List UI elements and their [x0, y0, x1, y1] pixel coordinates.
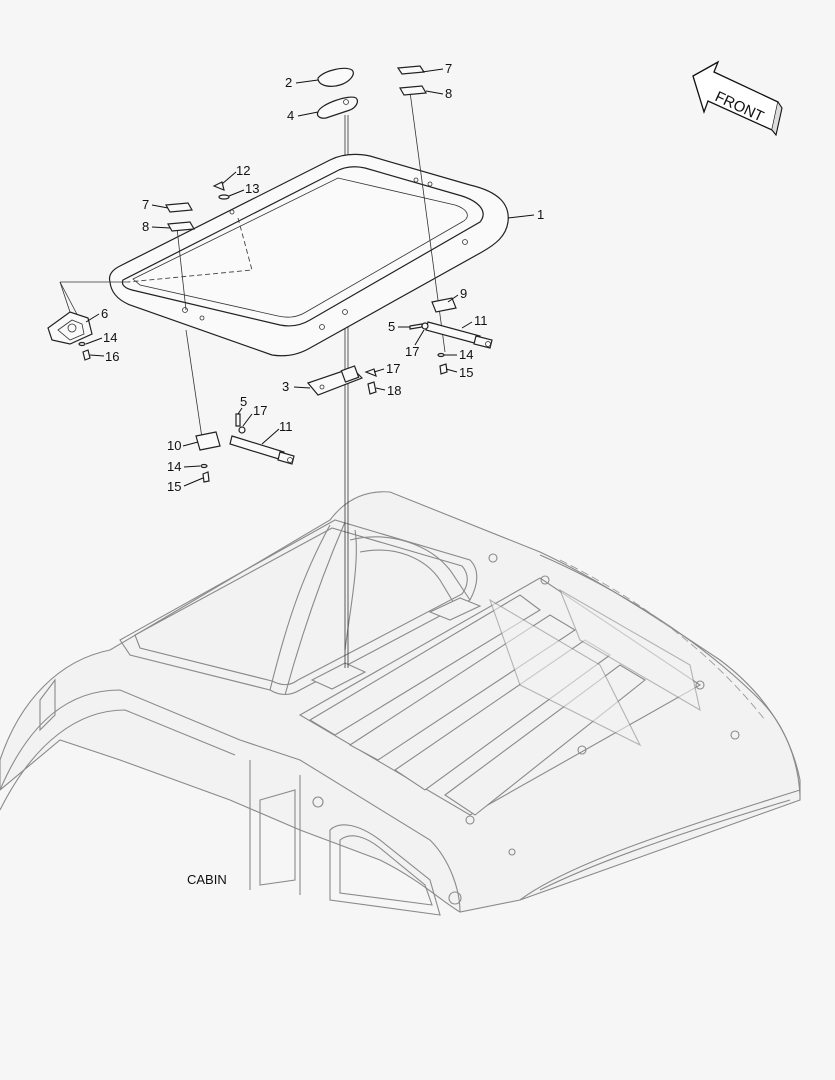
- bolt-part-15-left: [202, 471, 210, 483]
- callout-14-a: 14: [103, 330, 117, 345]
- nut-part-12: [212, 181, 225, 191]
- callout-2: 2: [285, 75, 292, 90]
- front-arrow-icon: FRONT: [692, 60, 783, 137]
- callout-11-left: 11: [279, 419, 293, 434]
- cover-part-2: [317, 67, 354, 87]
- callout-9: 9: [460, 286, 467, 301]
- callout-15-left: 15: [167, 479, 181, 494]
- callout-6: 6: [101, 306, 108, 321]
- bolt-part-5-right: [409, 323, 423, 330]
- callout-17-a: 17: [386, 361, 400, 376]
- callout-14-c: 14: [167, 459, 181, 474]
- callout-5-right: 5: [388, 319, 395, 334]
- bracket-part-8-left: [167, 221, 195, 232]
- roof-hatch-part: [108, 153, 509, 357]
- callout-18: 18: [387, 383, 401, 398]
- bracket-part-9: [431, 297, 457, 313]
- callout-17-c: 17: [253, 403, 267, 418]
- stopper-part-7: [396, 65, 426, 75]
- bolt-part-18: [367, 381, 377, 395]
- callout-14-b: 14: [459, 347, 473, 362]
- callout-7-left: 7: [142, 197, 149, 212]
- plate-part-4: [316, 96, 359, 119]
- gas-strut-part-11-right: [425, 321, 493, 349]
- callout-17-b: 17: [405, 344, 419, 359]
- callout-16: 16: [105, 349, 119, 364]
- latch-part-6: [47, 311, 93, 345]
- gas-strut-part-11-left: [229, 435, 295, 465]
- stopper-part-7-left: [165, 202, 193, 213]
- callout-3: 3: [282, 379, 289, 394]
- callout-4: 4: [287, 108, 294, 123]
- callout-11-right: 11: [474, 313, 488, 328]
- cabin-label: CABIN: [187, 872, 227, 887]
- bracket-part-10: [195, 431, 221, 451]
- washer-part-14-c: [200, 463, 208, 469]
- callout-10: 10: [167, 438, 181, 453]
- callout-labels: 1 2 3 4 5 5 6 7 7 8 8 9 10 11 11 12 13 1…: [101, 61, 544, 494]
- callout-8-right: 8: [445, 86, 452, 101]
- callout-1: 1: [537, 207, 544, 222]
- callout-5-left: 5: [240, 394, 247, 409]
- bracket-part-8: [399, 85, 427, 96]
- washer-part-13: [218, 194, 230, 200]
- callout-12: 12: [236, 163, 250, 178]
- bolt-part-16: [82, 349, 91, 361]
- callout-7-right: 7: [445, 61, 452, 76]
- bolt-part-5-left: [235, 413, 241, 427]
- cabin-drawing: [0, 491, 801, 916]
- washer-part-14-b: [437, 352, 445, 358]
- callout-8-left: 8: [142, 219, 149, 234]
- callout-leaders: [85, 68, 535, 487]
- nut-part-17-b: [421, 322, 429, 330]
- nut-part-17-c: [238, 426, 246, 434]
- hinge-part-3: [306, 365, 364, 396]
- callout-15-right: 15: [459, 365, 473, 380]
- callout-13: 13: [245, 181, 259, 196]
- washer-part-14-a: [78, 341, 86, 347]
- bolt-part-15-right: [439, 363, 448, 375]
- nut-part-17-a: [364, 368, 377, 378]
